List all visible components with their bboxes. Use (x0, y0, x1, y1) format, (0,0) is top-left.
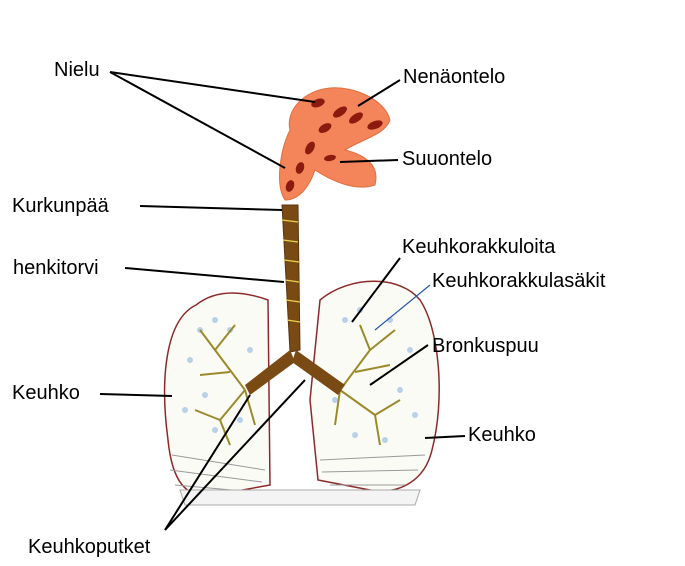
label-keuhko-left: Keuhko (12, 383, 80, 403)
label-suuontelo: Suuontelo (402, 149, 492, 169)
label-kurkunpaa: Kurkunpää (12, 196, 109, 216)
label-keuhkorakkulasakit: Keuhkorakkulasäkit (432, 271, 605, 291)
leader-nenaontelo (358, 80, 400, 106)
diaphragm (180, 490, 420, 505)
label-keuhkorakkuloita: Keuhkorakkuloita (402, 237, 555, 257)
leader-keuhko-left (100, 394, 172, 396)
left-lung-outline (165, 293, 270, 496)
label-nielu: Nielu (54, 60, 100, 80)
label-bronkuspuu: Bronkuspuu (432, 336, 539, 356)
nasal-cavity-shape (280, 88, 390, 200)
leader-nielu-2 (110, 72, 285, 168)
label-keuhko-right: Keuhko (468, 425, 536, 445)
trachea-tube (282, 205, 300, 352)
nasal-oral-cavity (280, 88, 390, 200)
leader-kurkunpaa (140, 206, 282, 210)
leader-henkitorvi (125, 268, 284, 282)
leader-nielu-1 (110, 72, 315, 102)
left-lung (165, 293, 270, 496)
label-keuhkoputket: Keuhkoputket (28, 537, 150, 557)
label-henkitorvi: henkitorvi (13, 258, 99, 278)
label-nenaontelo: Nenäontelo (403, 67, 505, 87)
